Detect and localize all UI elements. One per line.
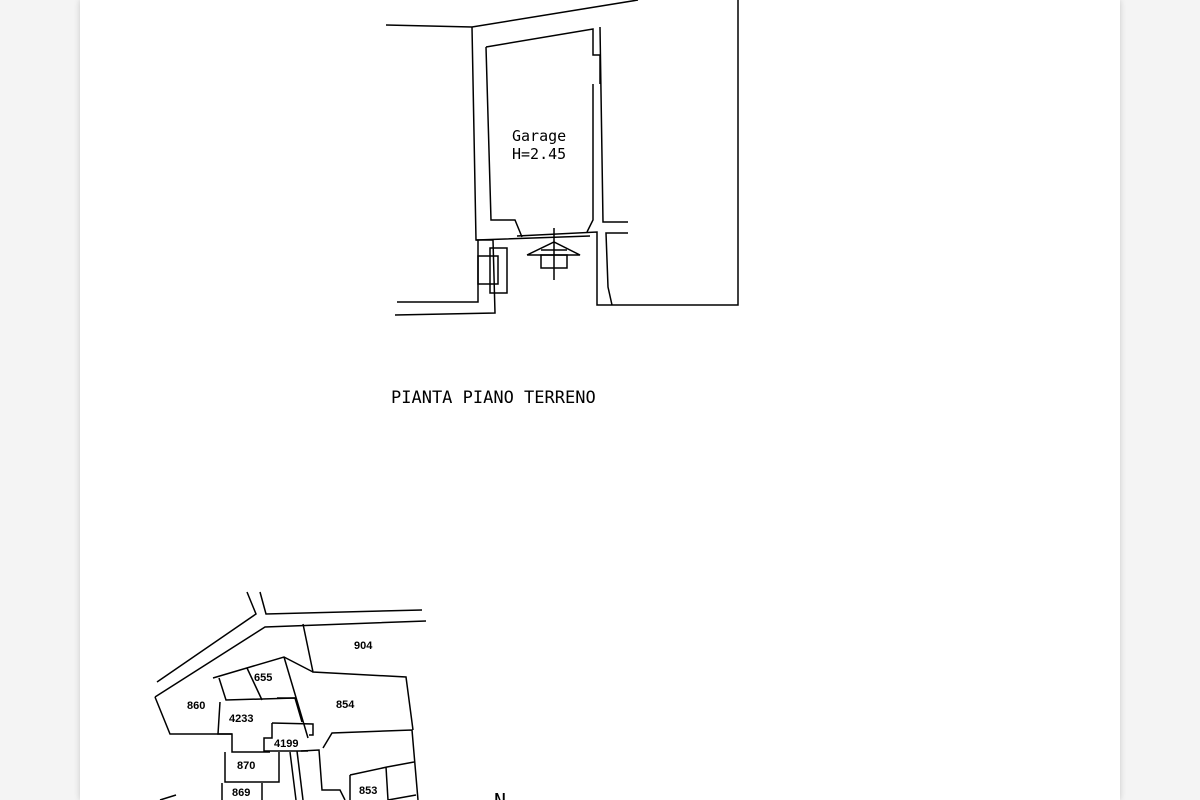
parcel-label: 904 bbox=[354, 640, 373, 652]
parcel-label: 655 bbox=[254, 672, 272, 684]
room-height: H=2.45 bbox=[512, 145, 566, 163]
north-arrow-label: N bbox=[494, 789, 506, 800]
floor-plan-walls bbox=[385, 0, 739, 316]
parcel-label: 854 bbox=[336, 699, 355, 711]
cadastral-map-lines bbox=[154, 591, 427, 800]
plan-title: PIANTA PIANO TERRENO bbox=[391, 388, 596, 408]
parcel-label: 853 bbox=[359, 785, 377, 797]
parcel-label: 4233 bbox=[229, 713, 253, 725]
parcel-label: 860 bbox=[187, 700, 205, 712]
parcel-label: 870 bbox=[237, 760, 255, 772]
parcel-label: 869 bbox=[232, 787, 250, 799]
room-name: Garage bbox=[512, 127, 566, 145]
parcel-label: 4199 bbox=[274, 738, 298, 750]
